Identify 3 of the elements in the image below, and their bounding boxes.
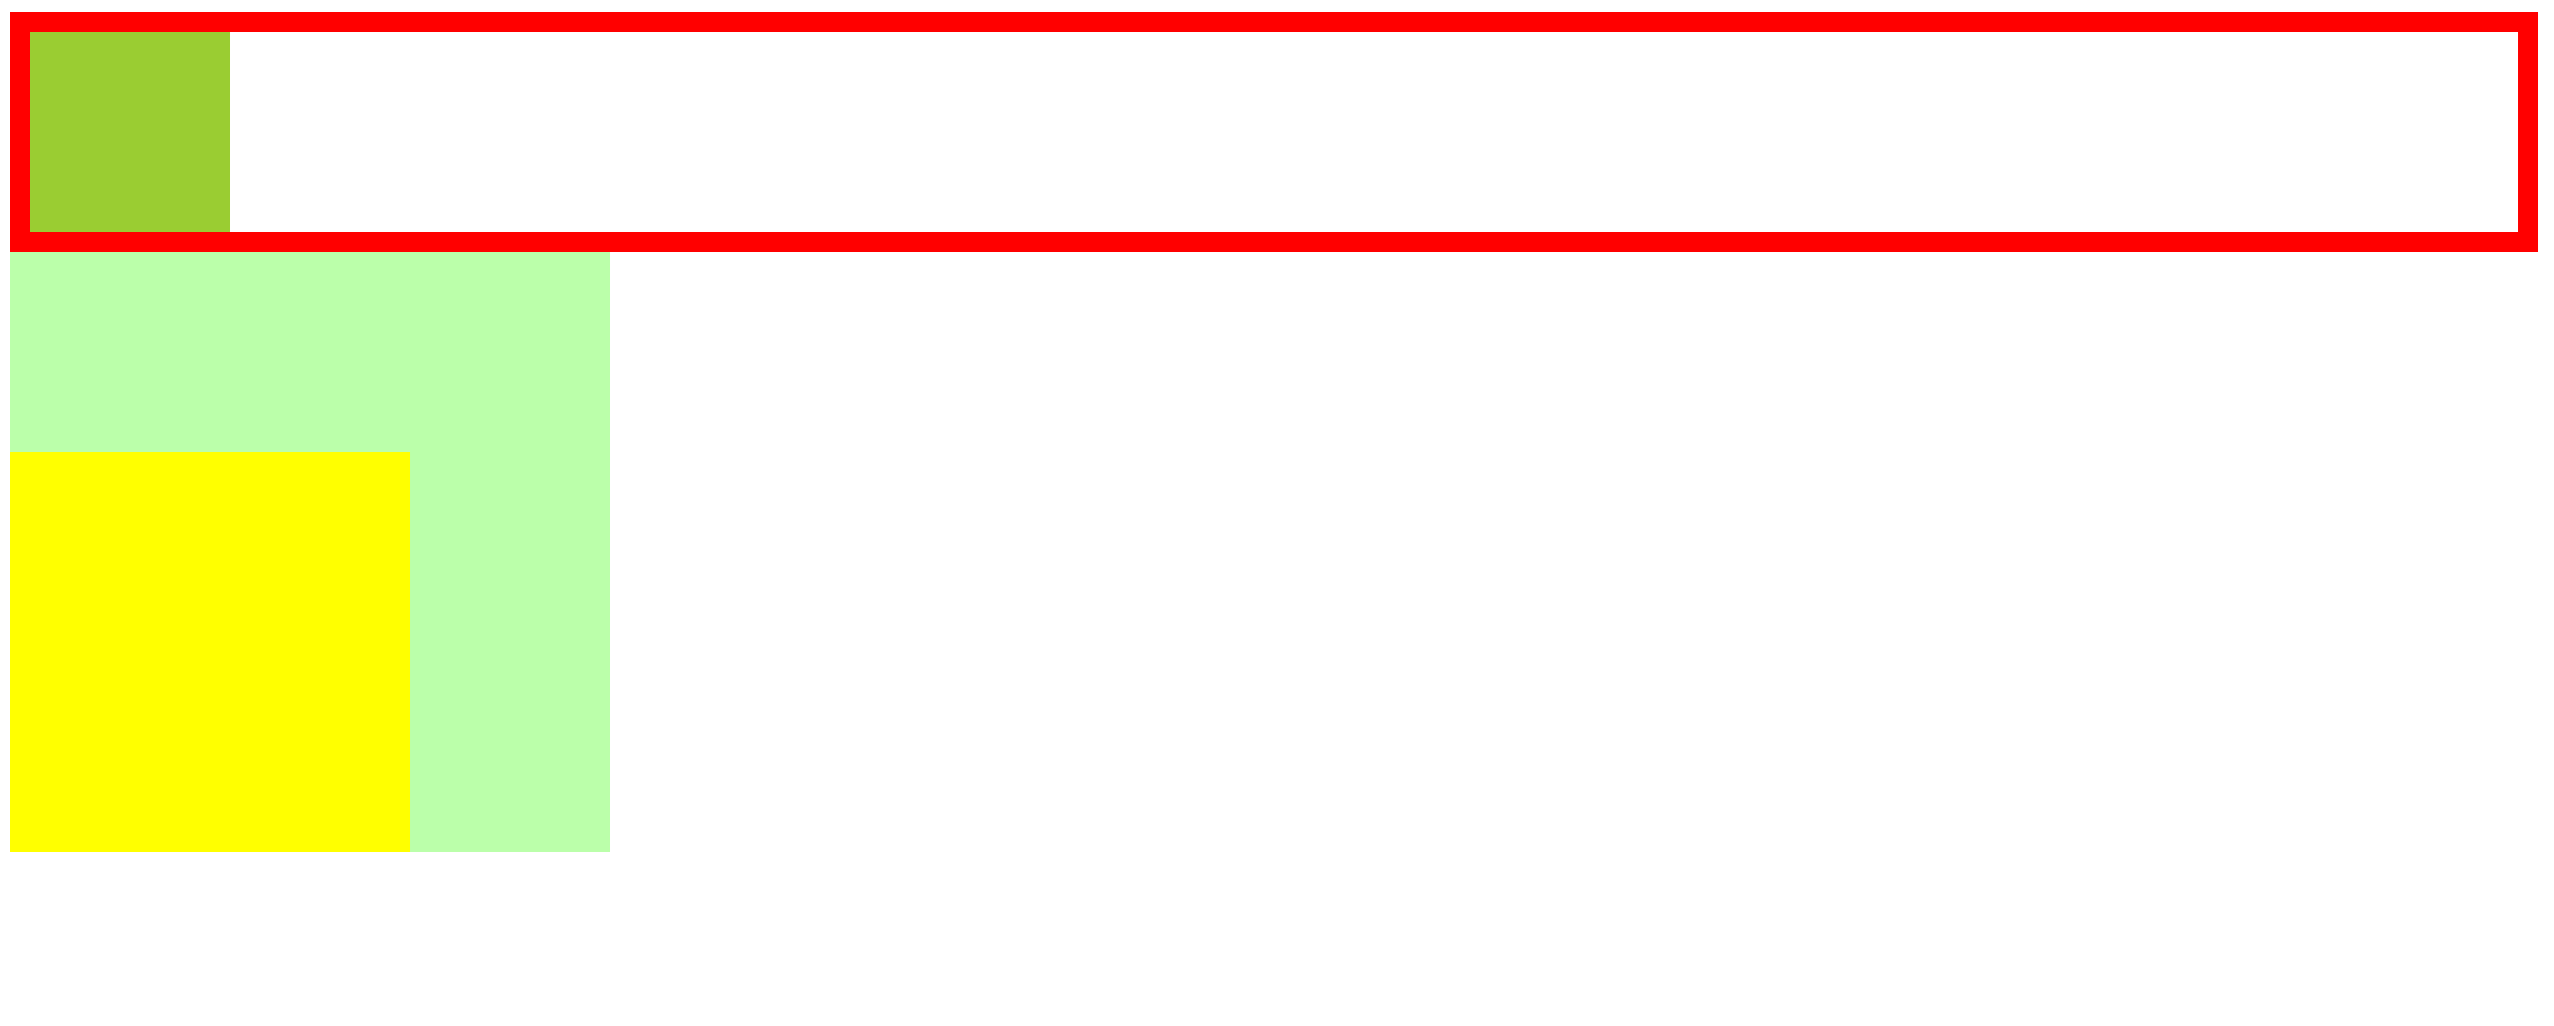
small-square	[10, 452, 410, 852]
inner-square	[30, 32, 230, 232]
outlined-box	[10, 12, 2538, 252]
